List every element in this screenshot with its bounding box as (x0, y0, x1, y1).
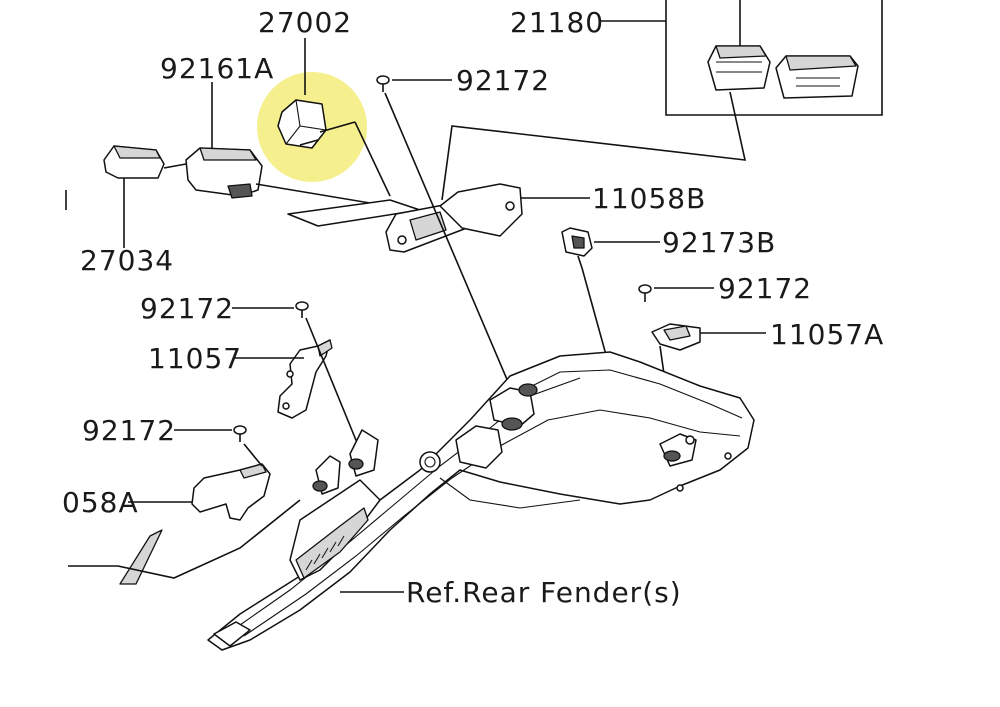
bracket-11057 (232, 301, 361, 451)
callout-92172-top: 92172 (456, 64, 550, 97)
callout-92173B: 92173B (662, 226, 776, 259)
screw-92172-top (376, 75, 521, 411)
callout-21180: 21180 (510, 6, 604, 39)
part-27002 (277, 38, 391, 197)
callout-92172-left-lower: 92172 (82, 414, 176, 447)
inset-box-21180 (441, 0, 883, 201)
bracket-11057A (638, 284, 766, 431)
bracket-11058A (128, 425, 271, 521)
callout-11058B: 11058B (592, 182, 706, 215)
callout-11057: 11057 (148, 342, 242, 375)
rear-fender-frame (68, 351, 755, 651)
callout-11058A: 058A (62, 486, 139, 519)
callout-92161A: 92161A (160, 52, 274, 85)
callout-11057A: 11057A (770, 318, 884, 351)
bracket-11058B (287, 183, 590, 253)
callout-27002: 27002 (258, 6, 352, 39)
callout-92172-left-upper: 92172 (140, 292, 234, 325)
part-27034 (103, 145, 401, 248)
callout-27034: 27034 (80, 244, 174, 277)
part-92161A (185, 82, 263, 199)
callout-92172-right: 92172 (718, 272, 812, 305)
callout-ref-rear-fender: Ref.Rear Fender(s) (406, 576, 682, 609)
clip-92173B (561, 227, 660, 421)
